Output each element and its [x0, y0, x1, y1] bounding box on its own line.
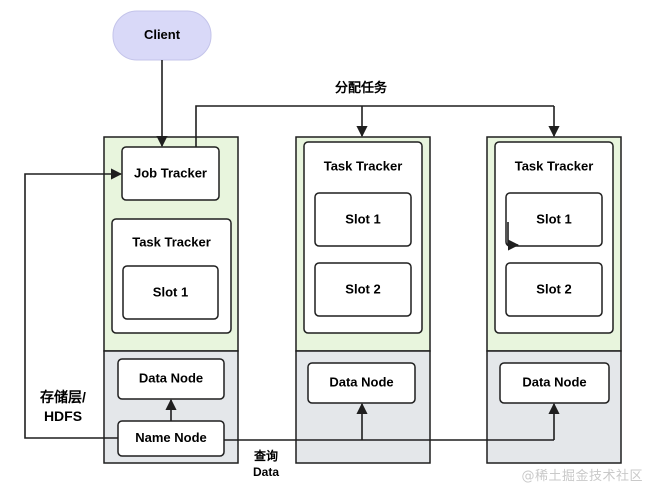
node-1-column: Job Tracker Task Tracker Slot 1 Data Nod… — [103, 136, 239, 464]
node-1-slot-1-label: Slot 1 — [153, 284, 188, 299]
node-1-task-tracker-label: Task Tracker — [132, 234, 211, 249]
node-3-slot-1-box[interactable]: Slot 1 — [505, 192, 603, 247]
name-node-label: Name Node — [135, 430, 207, 445]
node-3-slot-1-inner-arrow — [507, 222, 520, 251]
node-2-slot-1-box[interactable]: Slot 1 — [314, 192, 412, 247]
storage-label-line-1: 存储层/ — [40, 389, 86, 405]
dispatch-label: 分配任务 — [335, 80, 388, 95]
node-2-data-node-label: Data Node — [329, 374, 393, 389]
node-3-slot-2-label: Slot 2 — [536, 281, 571, 296]
job-tracker-label: Job Tracker — [134, 165, 207, 180]
node-1-data-node-box[interactable]: Data Node — [117, 358, 225, 400]
storage-label-line-2: HDFS — [44, 408, 82, 424]
node-3-data-node-box[interactable]: Data Node — [499, 362, 610, 404]
node-1-data-node-label: Data Node — [139, 370, 203, 385]
connectors — [24, 60, 560, 441]
node-3-task-tracker-label: Task Tracker — [515, 158, 594, 173]
node-3-slot-2-box[interactable]: Slot 2 — [505, 262, 603, 317]
job-tracker-box[interactable]: Job Tracker — [121, 146, 220, 201]
node-2-task-tracker-label: Task Tracker — [324, 158, 403, 173]
name-node-box[interactable]: Name Node — [117, 420, 225, 457]
query-label-line-2: Data — [253, 465, 279, 479]
client-box[interactable]: Client — [112, 10, 212, 61]
node-3-slot-1-label: Slot 1 — [536, 211, 571, 226]
node-2-data-node-box[interactable]: Data Node — [307, 362, 416, 404]
node-1-slot-1-box[interactable]: Slot 1 — [122, 265, 219, 320]
node-2-slot-2-box[interactable]: Slot 2 — [314, 262, 412, 317]
dispatch-line — [195, 105, 554, 147]
node-2-slot-2-label: Slot 2 — [345, 281, 380, 296]
node-3-data-node-label: Data Node — [522, 374, 586, 389]
node-2-slot-1-label: Slot 1 — [345, 211, 380, 226]
client-label: Client — [144, 27, 181, 42]
query-label-line-1: 查询 — [253, 448, 278, 463]
node-2-column: Task Tracker Slot 1 Slot 2 Data Node — [295, 136, 431, 464]
watermark: @稀土掘金技术社区 — [521, 469, 643, 484]
name-node-to-job-tracker-arrow — [24, 168, 123, 439]
